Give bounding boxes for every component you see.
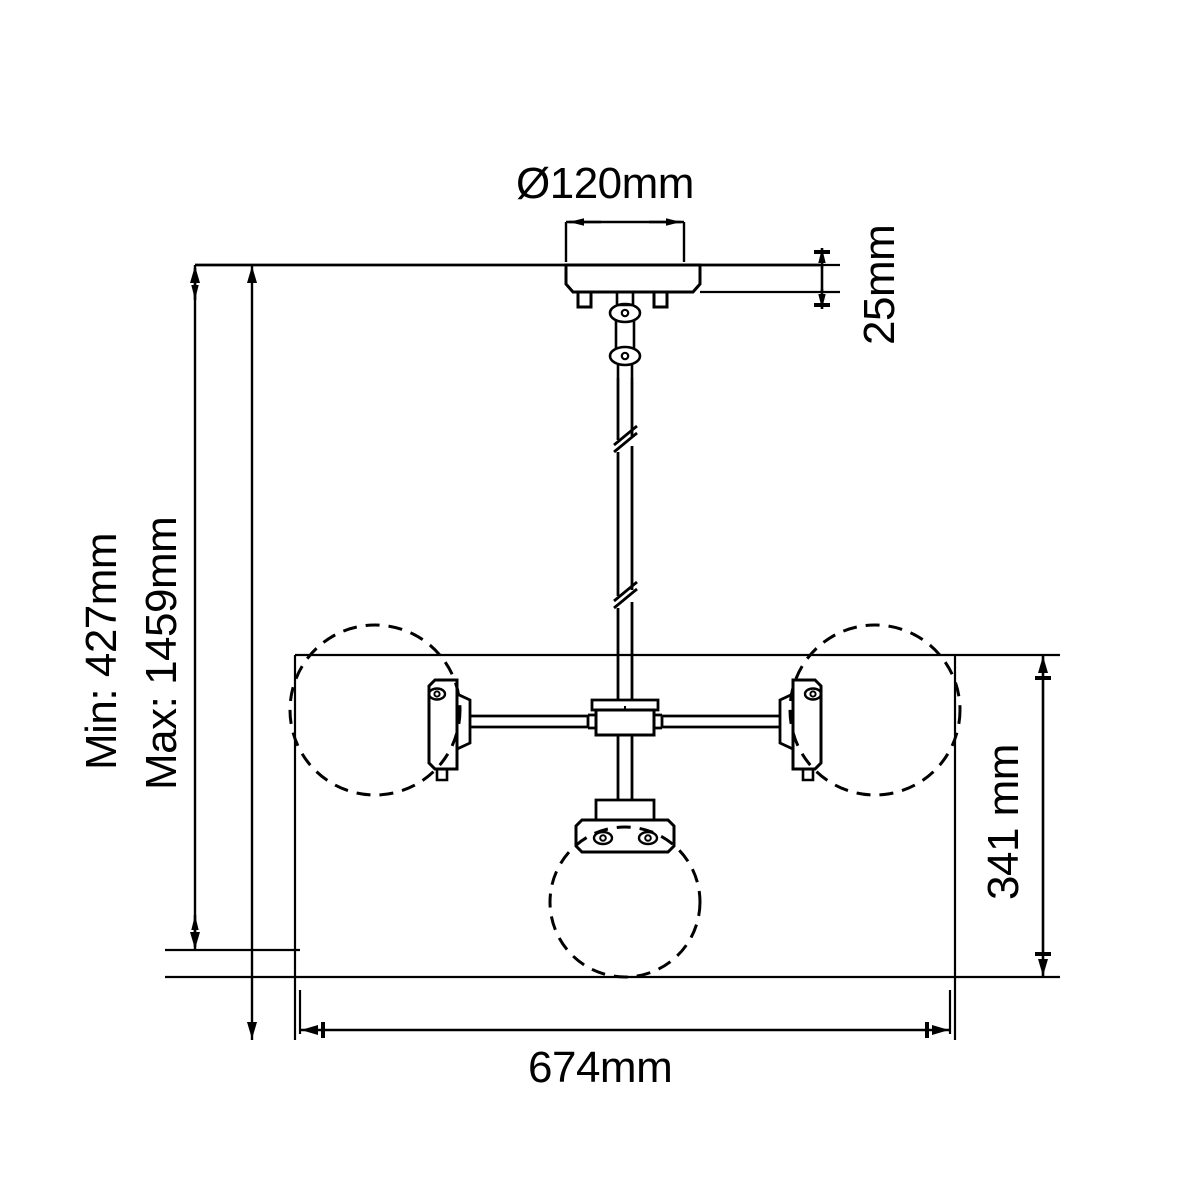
globe-left bbox=[288, 623, 462, 797]
fixture-width-dimension bbox=[298, 990, 952, 1038]
label-max-drop: Max: 1459mm bbox=[137, 517, 186, 790]
label-min-drop: Min: 427mm bbox=[77, 533, 126, 770]
canopy-height-dimension bbox=[814, 248, 830, 309]
socket-right bbox=[778, 678, 823, 782]
min-drop-dimension bbox=[165, 265, 300, 952]
socket-bottom bbox=[574, 735, 676, 854]
main-stem bbox=[613, 378, 638, 700]
label-fixture-width: 674mm bbox=[528, 1043, 672, 1092]
extension-lines bbox=[165, 263, 1060, 1040]
ceiling-canopy bbox=[564, 263, 702, 309]
arm-left bbox=[470, 714, 588, 729]
max-drop-dimension bbox=[247, 265, 257, 1040]
label-canopy-diameter: Ø120mm bbox=[516, 159, 694, 208]
socket-left bbox=[427, 678, 472, 782]
globe-right bbox=[788, 623, 962, 797]
label-canopy-height: 25mm bbox=[855, 225, 904, 345]
arm-right bbox=[662, 714, 780, 729]
stem-coupling-upper bbox=[608, 302, 642, 378]
fixture-height-dimension bbox=[1035, 655, 1051, 977]
diameter-dimension bbox=[564, 218, 686, 262]
central-hub bbox=[586, 698, 664, 737]
label-fixture-height: 341 mm bbox=[979, 744, 1028, 900]
globe-bottom bbox=[548, 825, 702, 979]
